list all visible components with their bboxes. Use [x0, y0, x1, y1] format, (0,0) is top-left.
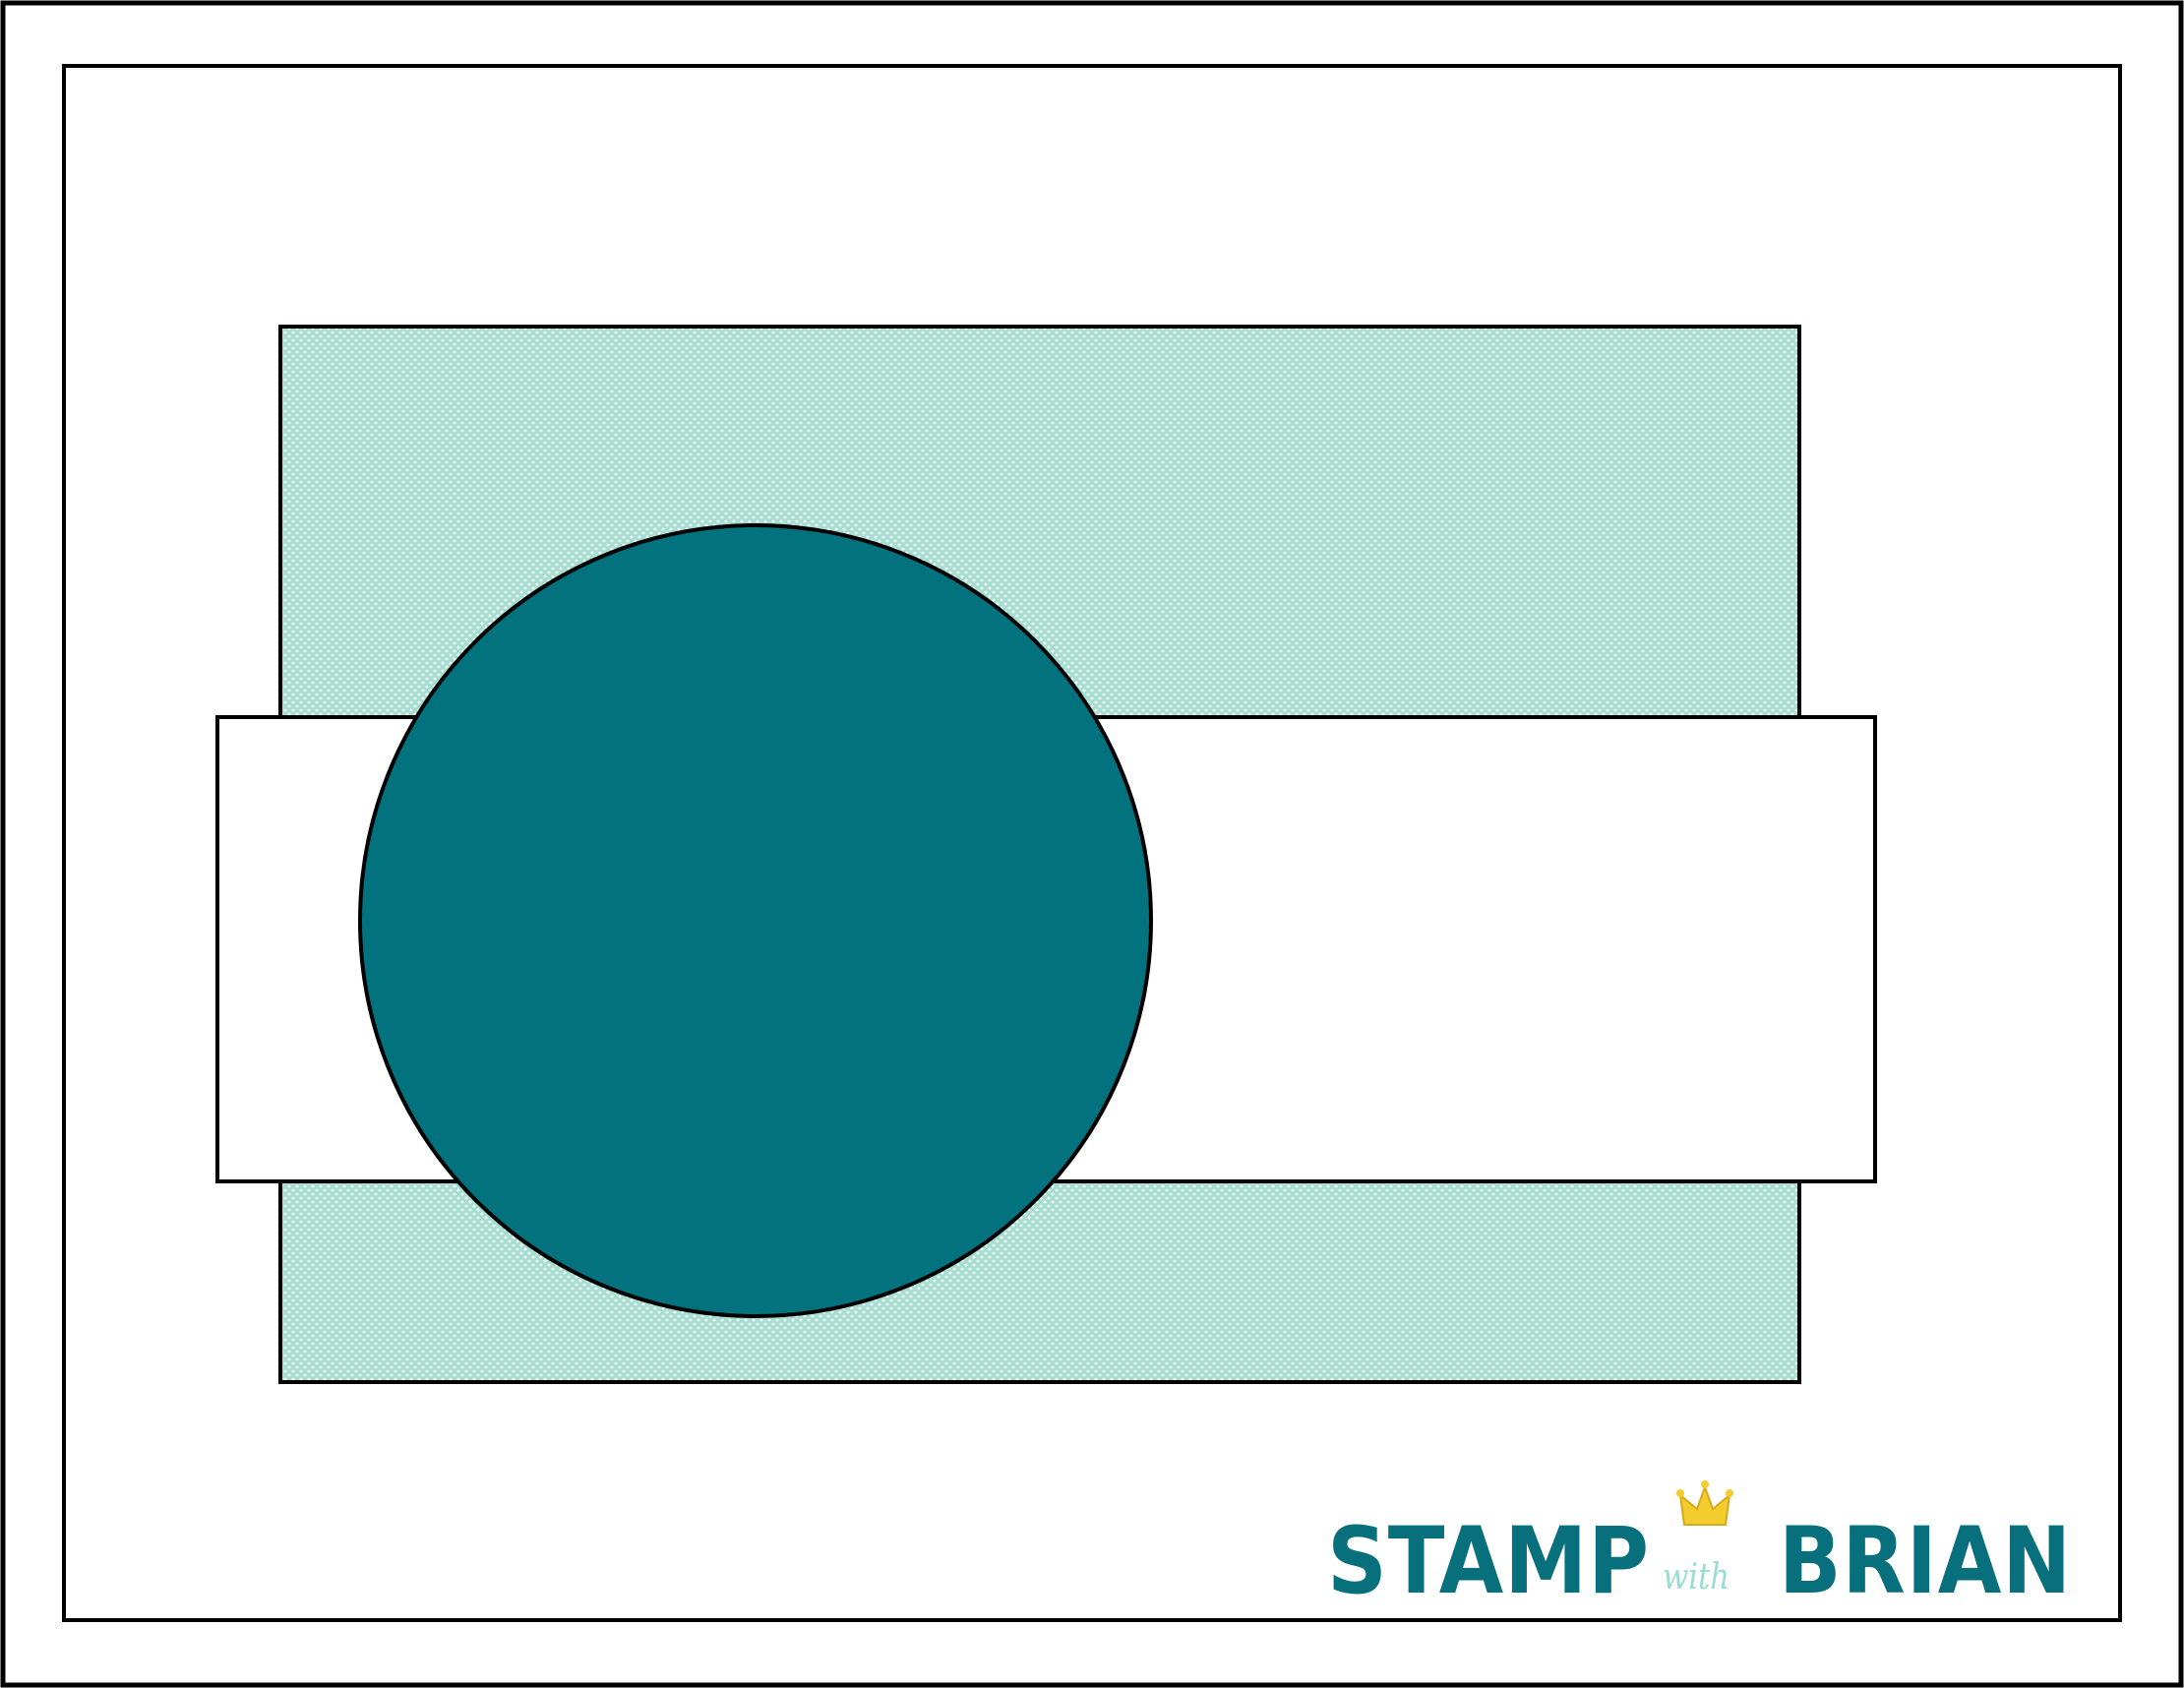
logo-word-with: with	[1663, 1557, 1729, 1598]
focal-circle	[358, 523, 1153, 1318]
logo-word-stamp: STAMP	[1327, 1508, 1650, 1615]
stamp-with-brian-logo: STAMP with BRIAN	[1327, 1480, 2072, 1615]
logo-word-brian: BRIAN	[1779, 1508, 2072, 1615]
crown-icon	[1676, 1480, 1733, 1526]
